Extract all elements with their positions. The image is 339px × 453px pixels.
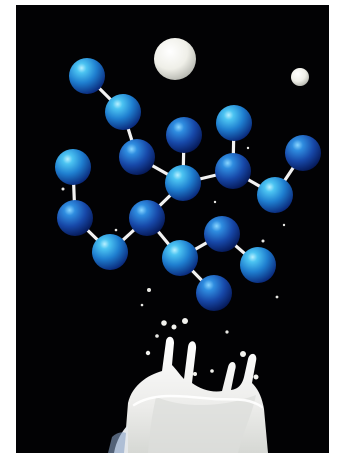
milk-speck <box>213 200 217 204</box>
milk-speck <box>140 303 144 307</box>
atoms <box>55 58 321 311</box>
milk-speck <box>171 324 177 330</box>
milk-speck <box>261 239 265 243</box>
milk-crown-shadow <box>148 395 256 453</box>
atom <box>196 275 232 311</box>
milk-speck <box>275 295 279 299</box>
milk-speck <box>225 330 229 334</box>
milk-speck <box>193 372 197 376</box>
atom <box>166 117 202 153</box>
milk-speck <box>253 374 259 380</box>
atom <box>129 200 165 236</box>
milk-speck <box>147 288 151 292</box>
milk-speck <box>114 228 118 232</box>
milk-splash <box>108 336 268 453</box>
atom <box>105 94 141 130</box>
milk-speck <box>161 320 167 326</box>
glass-edge <box>108 432 126 453</box>
milk-speck <box>246 146 250 150</box>
atom <box>57 200 93 236</box>
atom <box>204 216 240 252</box>
milk-speck <box>145 350 151 356</box>
atom <box>92 234 128 270</box>
atom <box>240 247 276 283</box>
milk-ball <box>154 38 196 80</box>
molecule-milk-illustration <box>55 38 321 453</box>
milk-speck <box>182 318 188 324</box>
atom <box>216 105 252 141</box>
atom <box>69 58 105 94</box>
atom <box>162 240 198 276</box>
atom <box>165 165 201 201</box>
atom <box>285 135 321 171</box>
photo-scene <box>16 5 329 453</box>
milk-speck <box>240 351 246 357</box>
atom <box>119 139 155 175</box>
atom <box>215 153 251 189</box>
milk-drops <box>61 38 309 380</box>
milk-ball <box>291 68 309 86</box>
milk-speck <box>155 334 159 338</box>
atom <box>257 177 293 213</box>
atom <box>55 149 91 185</box>
milk-speck <box>282 223 286 227</box>
milk-rim <box>132 394 264 409</box>
milk-speck <box>210 369 214 373</box>
milk-speck <box>61 187 65 191</box>
